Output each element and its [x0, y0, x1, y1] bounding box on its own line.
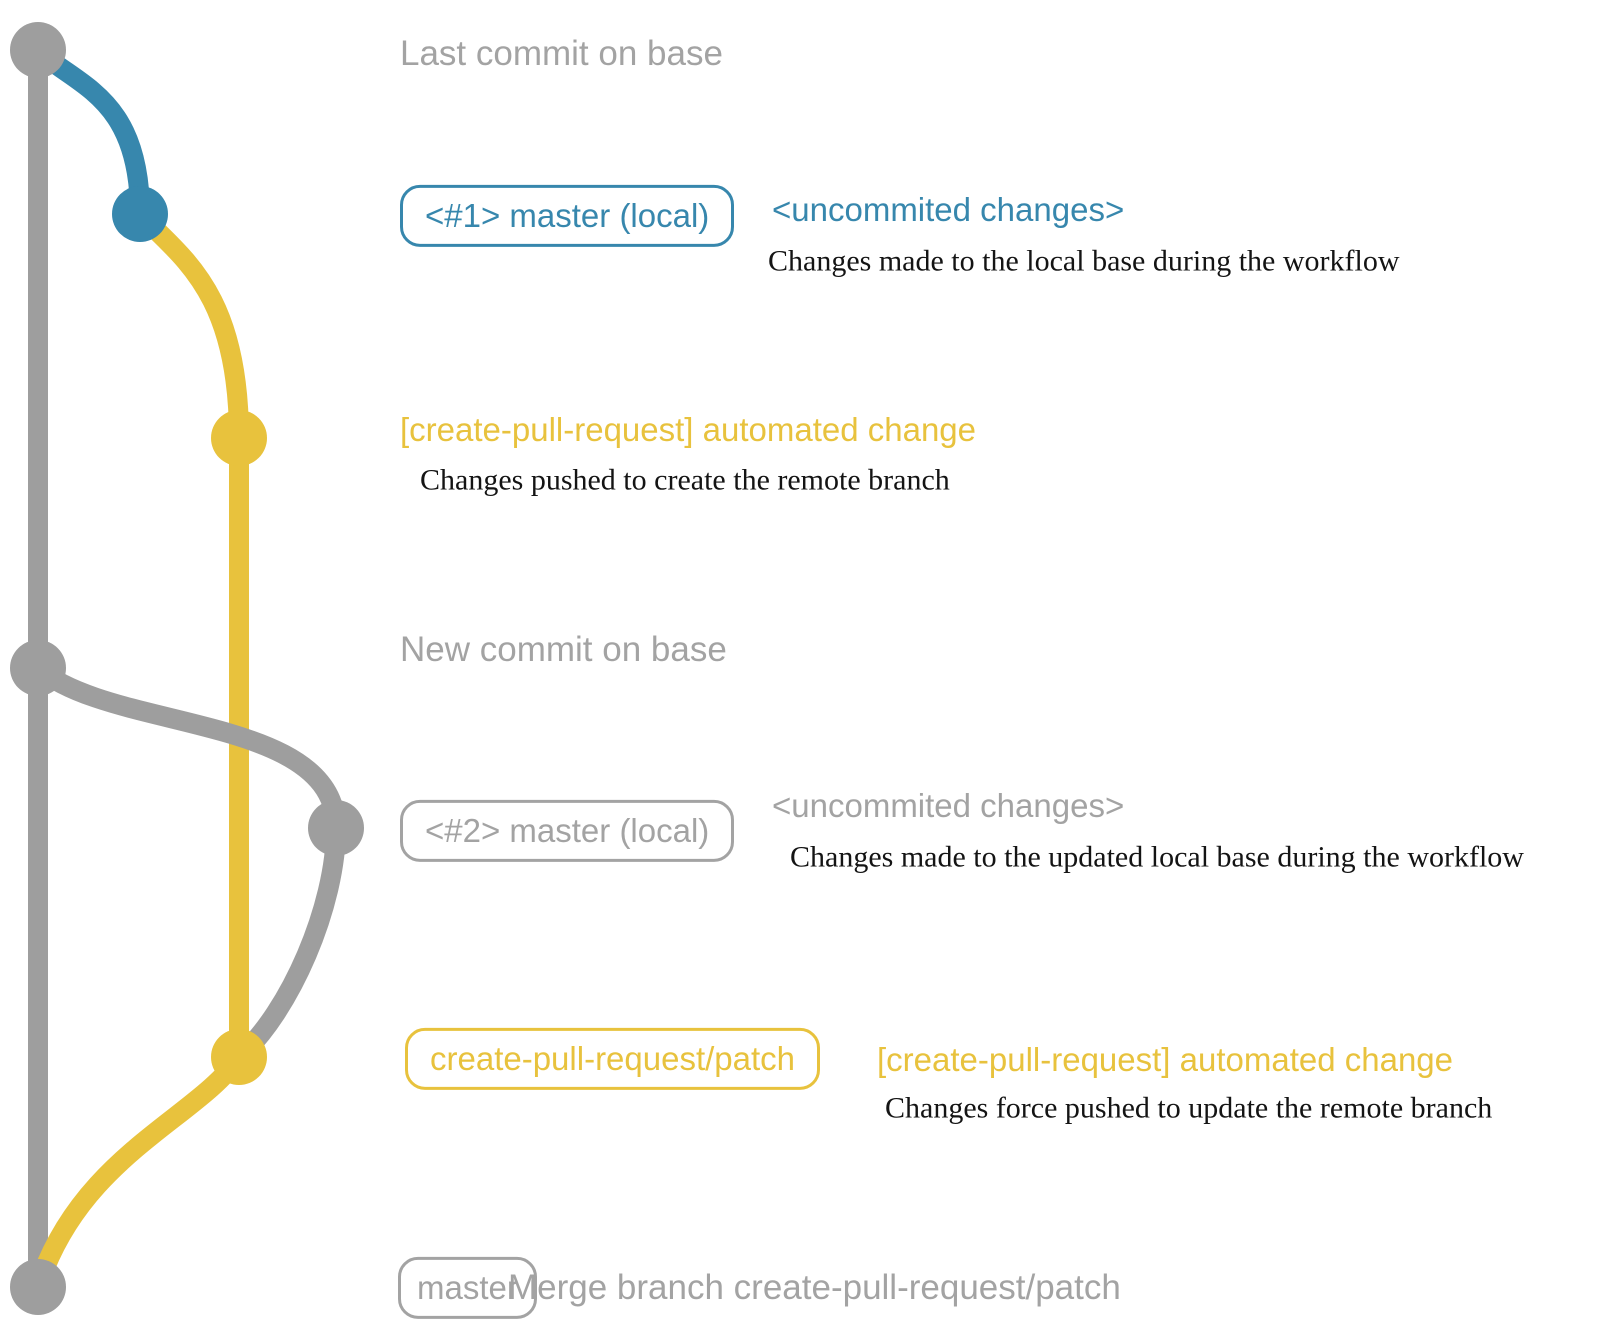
commit-description-4: Changes force pushed to update the remot…	[885, 1091, 1493, 1125]
commit-dot-local-2	[308, 800, 364, 856]
branch-badge-master-local-1: <#1> master (local)	[400, 184, 735, 248]
commit-graph	[10, 22, 364, 1315]
commit-dot-new-base	[10, 640, 66, 696]
base-update-return-curve	[232, 827, 346, 1065]
branch-badge-master: master	[398, 1256, 537, 1320]
commit-description-2: Changes pushed to create the remote bran…	[420, 463, 950, 497]
local-branch-curve	[31, 42, 150, 215]
commit-message-automated-2: [create-pull-request] automated change	[877, 1040, 1454, 1078]
commit-dot-local-1	[112, 186, 168, 242]
commit-dot-merge	[10, 1259, 66, 1315]
commit-message-automated-1: [create-pull-request] automated change	[400, 410, 977, 448]
commit-dot-last-base	[10, 22, 66, 78]
commit-description-1: Changes made to the local base during th…	[768, 244, 1400, 278]
remote-branch-line	[132, 207, 249, 1057]
commit-message-uncommited-1: <uncommited changes>	[772, 190, 1125, 228]
commit-message-uncommited-2: <uncommited changes>	[772, 786, 1125, 824]
branch-badge-master-local-2: <#2> master (local)	[400, 799, 735, 863]
last-commit-label: Last commit on base	[400, 33, 723, 73]
commit-dot-remote-2	[211, 1029, 267, 1085]
merge-commit-message: Merge branch create-pull-request/patch	[508, 1267, 1121, 1307]
branch-badge-patch: create-pull-request/patch	[405, 1027, 821, 1091]
new-commit-label: New commit on base	[400, 629, 727, 669]
base-update-curve	[31, 660, 346, 829]
commit-dot-remote-1	[211, 410, 267, 466]
remote-branch-merge-curve	[28, 1051, 248, 1291]
commit-description-3: Changes made to the updated local base d…	[790, 840, 1524, 874]
